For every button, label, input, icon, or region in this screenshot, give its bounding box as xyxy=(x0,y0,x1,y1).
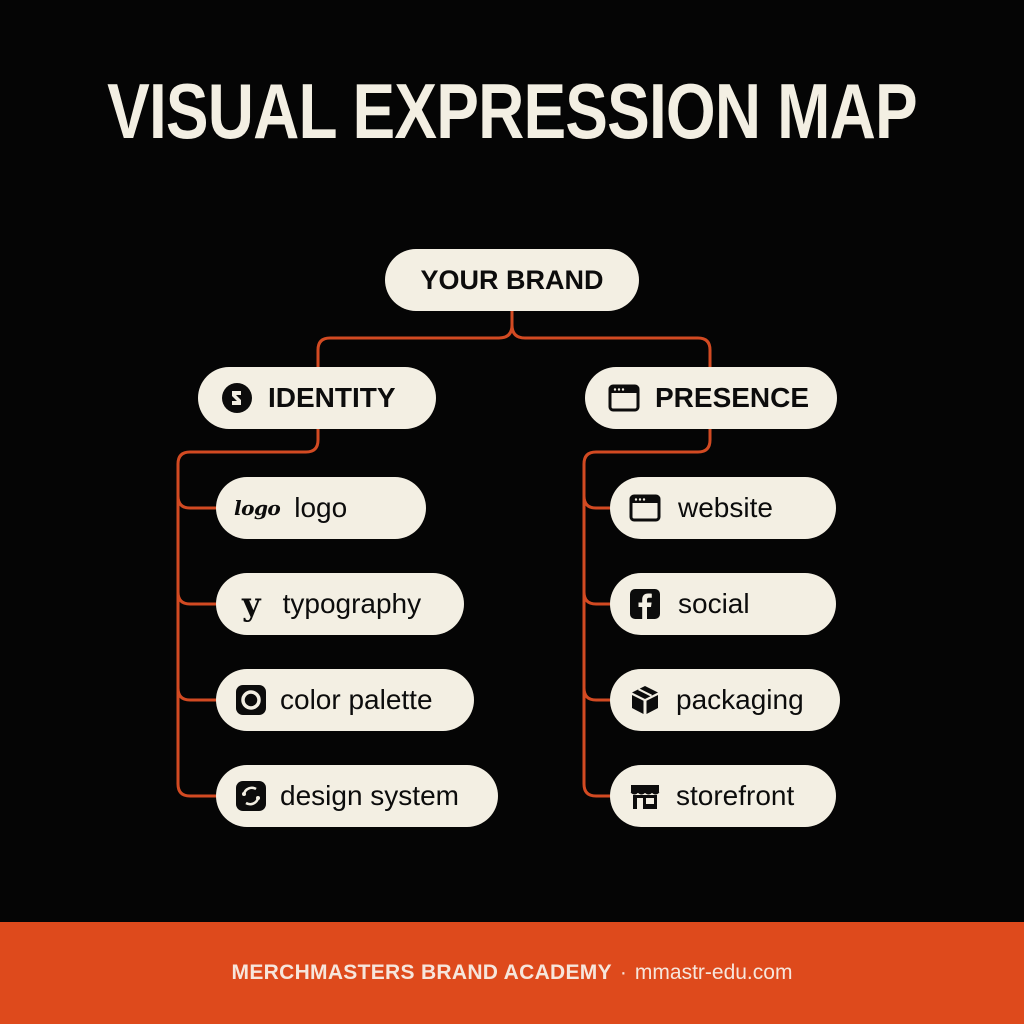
connector-identity-logo xyxy=(176,494,218,510)
identity-item-label: typography xyxy=(282,588,422,619)
storefront-icon xyxy=(628,779,662,813)
presence-item-label: storefront xyxy=(676,780,795,811)
identity-label: IDENTITY xyxy=(268,382,396,413)
connector-root-presence xyxy=(510,323,712,370)
identity-item-logo: logo logo xyxy=(216,477,426,539)
typography-icon: y xyxy=(242,585,261,623)
connector-identity-typography xyxy=(176,590,218,606)
browser-window-icon xyxy=(628,491,662,525)
presence-item-label: website xyxy=(678,492,773,523)
presence-item-label: social xyxy=(678,588,750,619)
page-title: VISUAL EXPRESSION MAP xyxy=(107,67,918,155)
connector-presence-trunk xyxy=(582,426,712,798)
identity-item-label: design system xyxy=(280,780,459,811)
root-label: YOUR BRAND xyxy=(420,264,604,295)
connector-presence-packaging xyxy=(582,686,614,702)
footer-separator: · xyxy=(619,961,627,984)
connector-identity-color xyxy=(176,686,218,702)
identity-item-label: color palette xyxy=(280,684,433,715)
root-node: YOUR BRAND xyxy=(385,249,639,311)
connector-presence-social xyxy=(582,590,614,606)
connector-identity-trunk xyxy=(176,426,320,798)
identity-item-color-palette: color palette xyxy=(216,669,474,731)
presence-item-social: social xyxy=(610,573,836,635)
presence-item-storefront: storefront xyxy=(610,765,836,827)
presence-label: PRESENCE xyxy=(655,382,810,413)
footer-bar: MERCHMASTERS BRAND ACADEMY · mmastr-edu.… xyxy=(0,922,1024,1024)
presence-item-website: website xyxy=(610,477,836,539)
connector-presence-website xyxy=(582,494,614,510)
color-palette-icon xyxy=(234,683,268,717)
footer-brand: MERCHMASTERS BRAND ACADEMY xyxy=(231,961,612,984)
facebook-icon xyxy=(628,587,662,621)
identity-node: IDENTITY xyxy=(198,367,436,429)
presence-node: PRESENCE xyxy=(585,367,837,429)
presence-item-label: packaging xyxy=(676,684,804,715)
box-icon xyxy=(628,683,662,717)
identity-item-design-system: design system xyxy=(216,765,498,827)
identity-icon xyxy=(220,381,254,415)
identity-item-label: logo xyxy=(294,492,348,523)
identity-item-typography: y typography xyxy=(216,573,464,635)
presence-item-packaging: packaging xyxy=(610,669,840,731)
browser-window-icon xyxy=(607,381,641,415)
connector-root-identity xyxy=(316,308,514,370)
logo-wordmark-icon: logo xyxy=(234,496,281,520)
design-system-icon xyxy=(234,779,268,813)
footer-url: mmastr-edu.com xyxy=(634,961,793,984)
